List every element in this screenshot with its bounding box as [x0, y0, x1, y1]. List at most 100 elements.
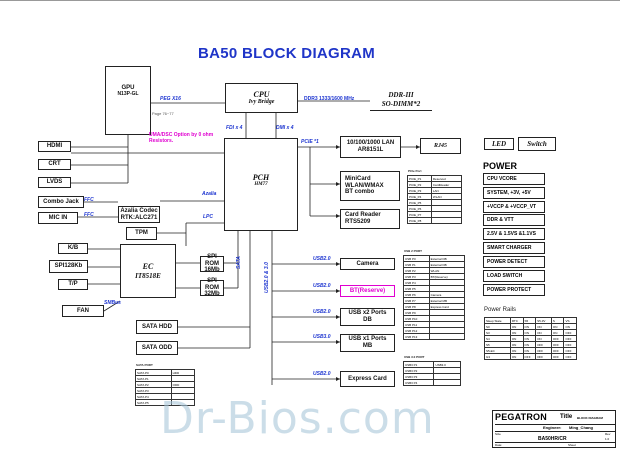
- usb-x1-ports-label: USB x1 Ports: [348, 336, 387, 343]
- bus-label-smbus: SMBus: [104, 300, 121, 306]
- sata-hdd-block: SATA HDD: [136, 320, 178, 334]
- bus-label-pcie: PCIE *1: [301, 139, 319, 145]
- table-cell: OFF: [522, 353, 537, 360]
- mic-in-label: MIC IN: [48, 214, 68, 221]
- bus-label-usb20-bt: USB2.0: [313, 283, 331, 289]
- gpu-block: GPU N13P-GL: [105, 66, 151, 135]
- table-cell: [433, 379, 461, 386]
- bus-label-usb20-express: USB2.0: [313, 371, 331, 377]
- table-cell: [170, 399, 196, 406]
- power-item: SMART CHARGER: [483, 242, 545, 254]
- table-row: USB3 P4: [402, 379, 461, 386]
- table-cell: G3: [484, 353, 511, 360]
- lan-block: 10/100/1000 LAN AR8151L: [340, 136, 401, 158]
- rev-label: Rev: [605, 432, 611, 436]
- size-label: Size: [495, 432, 501, 436]
- ec-part: IT8518E: [135, 271, 161, 280]
- watermark: Dr-Bios.com: [160, 393, 435, 444]
- led-label: LED: [492, 139, 506, 148]
- table-row: PCIE_P8: [407, 217, 463, 224]
- bus-label-dmi: DMI x 4: [276, 125, 294, 131]
- engineer-name: Ming_Chang: [569, 425, 593, 430]
- lan-part: AR8151L: [357, 147, 384, 153]
- title-label: Title: [560, 414, 573, 420]
- usb2-port-heading: USB 2 PORT: [404, 249, 423, 253]
- engineer-label: Engineer:: [543, 425, 562, 430]
- gpu-label: GPU: [121, 85, 135, 91]
- power-item: CPU VCORE: [483, 173, 545, 185]
- bus-label-usb: USB2.0 & 3.0: [264, 262, 270, 293]
- rev-value: 1.0: [605, 437, 610, 441]
- pch-part: HM77: [254, 182, 268, 188]
- express-card-block: Express Card: [340, 371, 395, 387]
- power-item: POWER DETECT: [483, 256, 545, 268]
- combo-jack-block: Combo Jack: [38, 196, 84, 208]
- azalia-codec-part: RTK:ALC271: [120, 214, 158, 221]
- crt-label: CRT: [48, 161, 61, 168]
- tpm-label: TPM: [135, 230, 148, 237]
- minicard-extra: BT combo: [345, 189, 375, 196]
- title-value: BLOCK DIAGRAM: [577, 416, 603, 420]
- bus-label-fdi: FDI x 4: [226, 125, 243, 131]
- cpu-part: Ivy Bridge: [248, 99, 275, 106]
- crt-block: CRT: [38, 159, 71, 170]
- lan-label: 10/100/1000 LAN: [346, 140, 395, 147]
- fan-block: FAN: [62, 305, 104, 317]
- bus-label-usb20-camera: USB2.0: [313, 256, 331, 262]
- cpu-label: CPU: [253, 89, 270, 99]
- tpm-block: TPM: [126, 227, 157, 240]
- pcie-port-heading: PCIe Port: [408, 169, 422, 173]
- table-cell: ON: [509, 353, 524, 360]
- spi-rom-16mb-part: 16Mb: [204, 267, 220, 274]
- company-name: PEGATRON: [495, 412, 547, 422]
- azalia-codec-block: Azalia Codec RTK:ALC271: [118, 206, 160, 223]
- table-cell: OFF: [563, 353, 577, 360]
- spi-rom-32mb-label: SPI ROM: [205, 277, 219, 291]
- usb-x2-ports-part: DB: [363, 317, 372, 323]
- table-cell: USB P13: [403, 333, 430, 340]
- bus-label-ffc1: FFC: [84, 197, 94, 203]
- switch-label: Switch: [527, 139, 547, 148]
- usb3-port-heading: USB 3.0 PORT: [404, 355, 425, 359]
- power-item: 2.5V & 1.5VS &1.1VS: [483, 228, 545, 240]
- usb-x2-ports-block: USB x2 Ports DB: [340, 308, 395, 326]
- table-cell: OFF: [535, 353, 552, 360]
- ddr-part: SO-DIMM*2: [381, 99, 421, 108]
- ec-block: EC IT8518E: [120, 244, 176, 298]
- card-reader-label: Card Reader: [345, 212, 381, 219]
- kb-label: K/B: [67, 245, 79, 252]
- project-name: BA50HR/CR: [538, 436, 567, 442]
- bt-block: BT(Reserve): [340, 285, 395, 297]
- spi-rom-16mb-block: SPI ROM 16Mb: [200, 254, 224, 274]
- pch-label: PCH: [252, 173, 270, 182]
- bus-label-lpc: LPC: [203, 214, 213, 220]
- power-item: LOAD SWITCH: [483, 270, 545, 282]
- usb-x1-ports-block: USB x1 Ports MB: [340, 334, 395, 352]
- table-cell: [430, 217, 463, 224]
- camera-label: Camera: [356, 260, 379, 267]
- led-block: LED: [484, 138, 514, 150]
- diagram-title: BA50 BLOCK DIAGRAM: [198, 45, 376, 62]
- ec-label: EC: [142, 262, 154, 272]
- power-item: +VCCP & +VCCP_VT: [483, 201, 545, 213]
- uma-dsc-note: UMA/DSC Option by 0 ohm Resistors.: [149, 132, 214, 144]
- tp-label: T/P: [68, 281, 78, 288]
- bus-label-usb30: USB3.0: [313, 334, 331, 340]
- sata-port-heading: SATA PORT: [136, 363, 153, 367]
- camera-block: Camera: [340, 258, 395, 270]
- sata-odd-label: SATA ODD: [141, 344, 173, 351]
- ddr-label: DDR-III: [388, 91, 414, 100]
- azalia-codec-label: Azalia Codec: [120, 207, 158, 214]
- table-cell: PCIE_P8: [407, 217, 432, 224]
- switch-block: Switch: [518, 137, 556, 151]
- power-item: DDR & VTT: [483, 214, 545, 226]
- lvds-block: LVDS: [38, 177, 71, 188]
- spi128kb-block: SPI128Kb: [49, 260, 88, 273]
- bus-label-ddr3: DDR3 1333/1600 MHz: [304, 96, 355, 102]
